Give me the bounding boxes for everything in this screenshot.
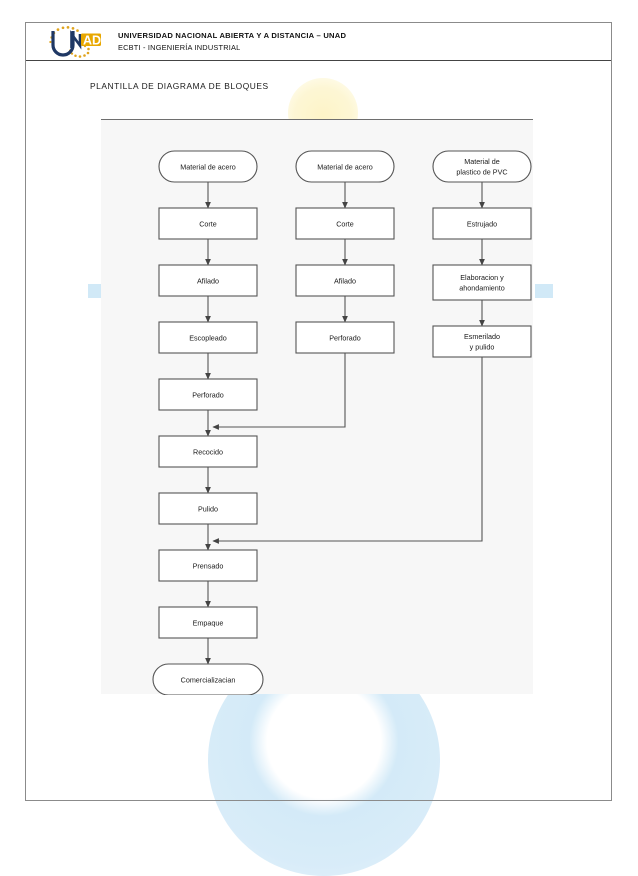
node-label: Prensado bbox=[193, 562, 224, 571]
node-perforado-centro[interactable]: Perforado bbox=[295, 321, 395, 354]
node-label: Material de acero bbox=[317, 163, 373, 172]
node-label: Perforado bbox=[329, 334, 361, 343]
node-comercializacion[interactable]: Comercializacian bbox=[152, 663, 264, 695]
node-label: Material de bbox=[464, 157, 500, 166]
node-material-plastico-pvc[interactable]: Material de plastico de PVC bbox=[432, 150, 532, 183]
node-label: Pulido bbox=[198, 505, 218, 514]
node-material-de-acero-2[interactable]: Material de acero bbox=[295, 150, 395, 183]
program-name: ECBTI - INGENIERÍA INDUSTRIAL bbox=[118, 43, 241, 53]
node-material-de-acero-1[interactable]: Material de acero bbox=[158, 150, 258, 183]
block-diagram: Material de acero Corte Afilado Escoplea… bbox=[152, 150, 532, 695]
node-label: Recocido bbox=[193, 448, 223, 457]
node-label-line2: ahondamiento bbox=[459, 284, 505, 293]
node-perforado-izquierda[interactable]: Perforado bbox=[158, 378, 258, 411]
node-label: Afilado bbox=[197, 277, 219, 286]
node-label: Corte bbox=[336, 220, 354, 229]
document-page: AD UNIVERSIDAD NACIONAL ABIERTA Y A DIST… bbox=[25, 22, 612, 801]
node-escopleado[interactable]: Escopleado bbox=[158, 321, 258, 354]
node-elaboracion-ahondamiento[interactable]: Elaboracion y ahondamiento bbox=[432, 264, 532, 301]
node-label-line2: y pulido bbox=[470, 343, 495, 352]
node-esmerilado-pulido[interactable]: Esmerilado y pulido bbox=[432, 325, 532, 358]
node-pulido[interactable]: Pulido bbox=[158, 492, 258, 525]
node-label-line2: plastico de PVC bbox=[456, 168, 507, 177]
node-label: Empaque bbox=[193, 619, 224, 628]
node-label: Comercializacian bbox=[181, 676, 236, 685]
header-text-block: UNIVERSIDAD NACIONAL ABIERTA Y A DISTANC… bbox=[118, 31, 346, 53]
document-header: AD UNIVERSIDAD NACIONAL ABIERTA Y A DIST… bbox=[26, 23, 611, 61]
node-label: Perforado bbox=[192, 391, 224, 400]
node-recocido[interactable]: Recocido bbox=[158, 435, 258, 468]
node-afilado-1[interactable]: Afilado bbox=[158, 264, 258, 297]
block-diagram-panel: Material de acero Corte Afilado Escoplea… bbox=[101, 119, 533, 695]
unad-logo: AD bbox=[40, 24, 116, 60]
node-label: Estrujado bbox=[467, 220, 497, 229]
node-corte-2[interactable]: Corte bbox=[295, 207, 395, 240]
svg-text:AD: AD bbox=[83, 33, 101, 47]
merge-columna2-a-recocido bbox=[212, 353, 346, 430]
page-title: PLANTILLA DE DIAGRAMA DE BLOQUES bbox=[90, 81, 269, 91]
node-label: Corte bbox=[199, 220, 217, 229]
university-name: UNIVERSIDAD NACIONAL ABIERTA Y A DISTANC… bbox=[118, 30, 347, 40]
node-afilado-2[interactable]: Afilado bbox=[295, 264, 395, 297]
connector-group bbox=[205, 182, 485, 665]
node-corte-1[interactable]: Corte bbox=[158, 207, 258, 240]
node-label: Elaboracion y bbox=[460, 273, 504, 282]
node-label: Material de acero bbox=[180, 163, 236, 172]
node-label: Esmerilado bbox=[464, 332, 500, 341]
node-estrujado[interactable]: Estrujado bbox=[432, 207, 532, 240]
node-empaque[interactable]: Empaque bbox=[158, 606, 258, 639]
node-prensado[interactable]: Prensado bbox=[158, 549, 258, 582]
merge-columna3-a-prensado bbox=[212, 357, 483, 544]
node-label: Escopleado bbox=[189, 334, 227, 343]
node-label: Afilado bbox=[334, 277, 356, 286]
